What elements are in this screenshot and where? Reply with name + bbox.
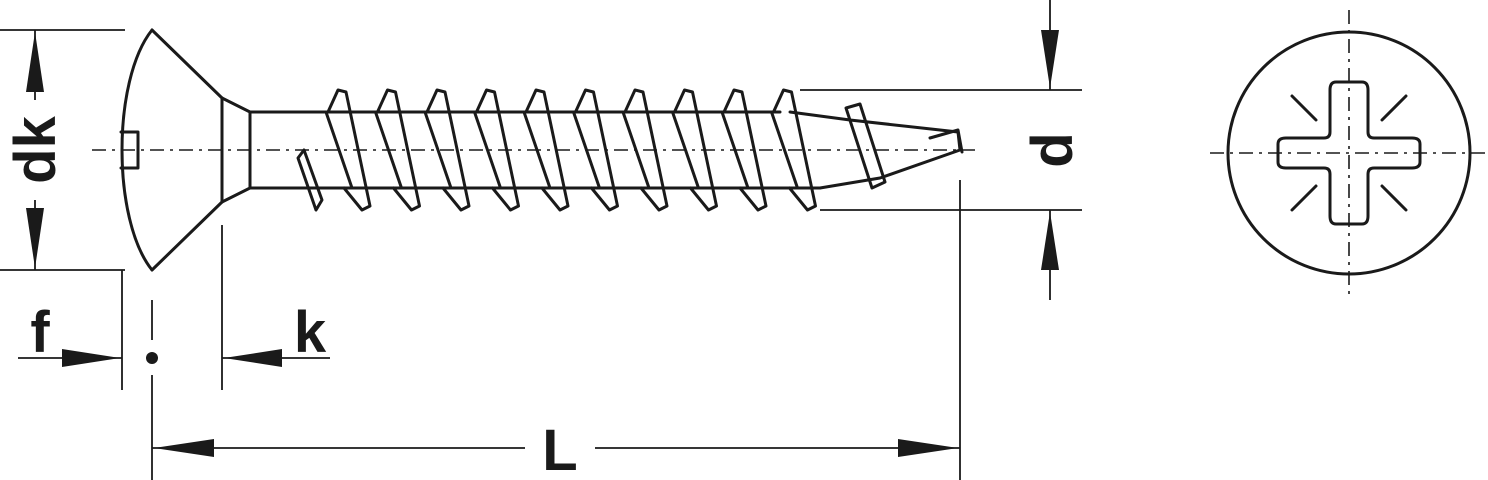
screw-head-taper-bottom	[150, 200, 224, 272]
pozidriv-rib-bottom-right	[1380, 184, 1408, 212]
thread-back-line	[473, 110, 502, 190]
dimension-k: k	[221, 225, 330, 390]
f-arrow	[62, 349, 120, 367]
thread-crest	[623, 88, 669, 212]
screw-head-face-top	[220, 96, 252, 114]
thread-back-line	[720, 110, 750, 190]
screw-head-taper-top	[150, 28, 224, 100]
thread-back-line	[374, 110, 403, 190]
f-label: f	[30, 300, 50, 365]
pozidriv-rib-bottom-left	[1290, 184, 1318, 212]
screw-tip-last-thread	[844, 102, 887, 190]
k-label: k	[294, 300, 327, 365]
thread-crest	[425, 88, 471, 212]
thread-back-line	[770, 110, 799, 190]
dimension-d: d	[800, 0, 1085, 300]
screw-head-dome	[120, 28, 154, 272]
thread-back-line	[324, 110, 354, 190]
k-arrow	[224, 349, 282, 367]
thread-crest	[524, 88, 570, 212]
d-label: d	[1020, 132, 1085, 167]
head-outline-circle	[1226, 30, 1472, 276]
thread-crests	[296, 88, 822, 212]
thread-crest	[326, 88, 372, 212]
thread-back-line	[423, 110, 453, 190]
thread-crest	[376, 88, 421, 212]
L-arrow-right	[898, 439, 958, 457]
thread-back-line	[572, 110, 601, 190]
screw-tip-point	[928, 128, 964, 154]
thread-crest	[475, 88, 520, 212]
pozidriv-rib-top-right	[1380, 94, 1408, 122]
thread-crest-partial	[296, 148, 324, 212]
thread-crest	[772, 88, 817, 212]
screw-head-face-bottom	[220, 186, 252, 204]
pozidriv-cross-icon	[1276, 80, 1422, 226]
dk-arrow-bottom	[26, 208, 44, 268]
thread-back-line	[621, 110, 651, 190]
thread-crest	[574, 88, 619, 212]
L-label: L	[542, 418, 577, 480]
dk-label: dk	[3, 115, 68, 183]
dimension-L: L	[151, 180, 961, 480]
thread-crest	[722, 88, 768, 212]
dimension-f: f	[18, 270, 158, 390]
f-reference-point	[146, 352, 158, 364]
L-arrow-left	[154, 439, 214, 457]
d-arrow-top	[1041, 30, 1059, 88]
thread-back-line	[522, 110, 552, 190]
pozidriv-rib-top-left	[1290, 94, 1318, 122]
d-arrow-bottom	[1041, 212, 1059, 270]
thread-crest	[673, 88, 718, 212]
dimension-dk: dk	[0, 29, 125, 271]
dk-arrow-top	[26, 32, 44, 92]
screw-head-recess	[119, 130, 140, 170]
screw-side-view	[92, 28, 975, 272]
thread-back-line	[671, 110, 700, 190]
screw-head-top-view	[1210, 10, 1488, 295]
